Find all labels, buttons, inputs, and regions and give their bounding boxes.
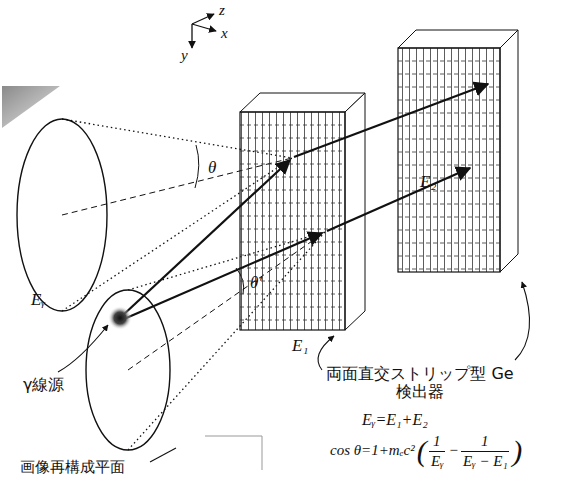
strip-line [398,87,500,88]
callout-label: 両面直交ストリップ型 Ge 検出器 [320,365,520,402]
leader-arrow [58,282,530,462]
symbol-label: ( [417,434,427,469]
symbol-label: E₁ [292,336,308,356]
strip-line [240,320,345,321]
strip-line [398,204,500,205]
strip-line [240,268,345,269]
ge-detector [240,93,365,330]
strip-line [398,61,500,62]
strip-line [240,307,345,308]
strip-line [398,165,500,166]
ge-detector [398,30,518,272]
strip-line [398,243,500,244]
strip-line [240,294,345,295]
strip-line [240,125,345,126]
reconstruction-plane-corner [205,436,262,470]
fraction-bar [429,451,446,452]
strip-line [398,269,500,270]
symbol-label: Eᵧ [431,453,444,470]
fraction-bar [461,451,510,452]
symbol-label: θ' [250,273,262,293]
symbol-label: z [219,2,225,19]
symbol-label: Eᵧ [31,290,45,310]
symbol-label: ) [512,434,522,469]
strip-line [398,152,500,153]
strip-line [240,151,345,152]
symbol-label: Eᵧ − E₁ [463,453,508,470]
strip-line [240,203,345,204]
symbol-label: θ [208,158,216,178]
symbol-label: Eᵧ=E₁+E₂ [362,411,428,429]
strip-line [240,255,345,256]
strip-line [240,216,345,217]
symbol-label: cos θ=1+mₑc² [330,442,415,459]
strip-line [240,242,345,243]
photon-track [122,84,488,319]
strip-line [240,164,345,165]
symbol-label: 1 [433,433,441,450]
symbol-label: E₂ [420,172,436,192]
callout-label: 画像再構成平面 [20,459,125,476]
symbol-label: y [181,47,188,64]
strip-line [398,256,500,257]
symbol-label: − [448,442,458,459]
symbol-label: 1 [481,433,489,450]
strip-line [240,177,345,178]
strip-line [240,138,345,139]
gamma-source [108,306,132,330]
callout-label: γ線源 [23,376,64,394]
strip-line [398,217,500,218]
strip-line [398,191,500,192]
symbol-label: x [221,25,228,42]
strip-line [398,139,500,140]
strip-line [398,74,500,75]
angle-arc [195,145,199,188]
axes [192,14,216,48]
strip-line [398,230,500,231]
strip-line [398,126,500,127]
